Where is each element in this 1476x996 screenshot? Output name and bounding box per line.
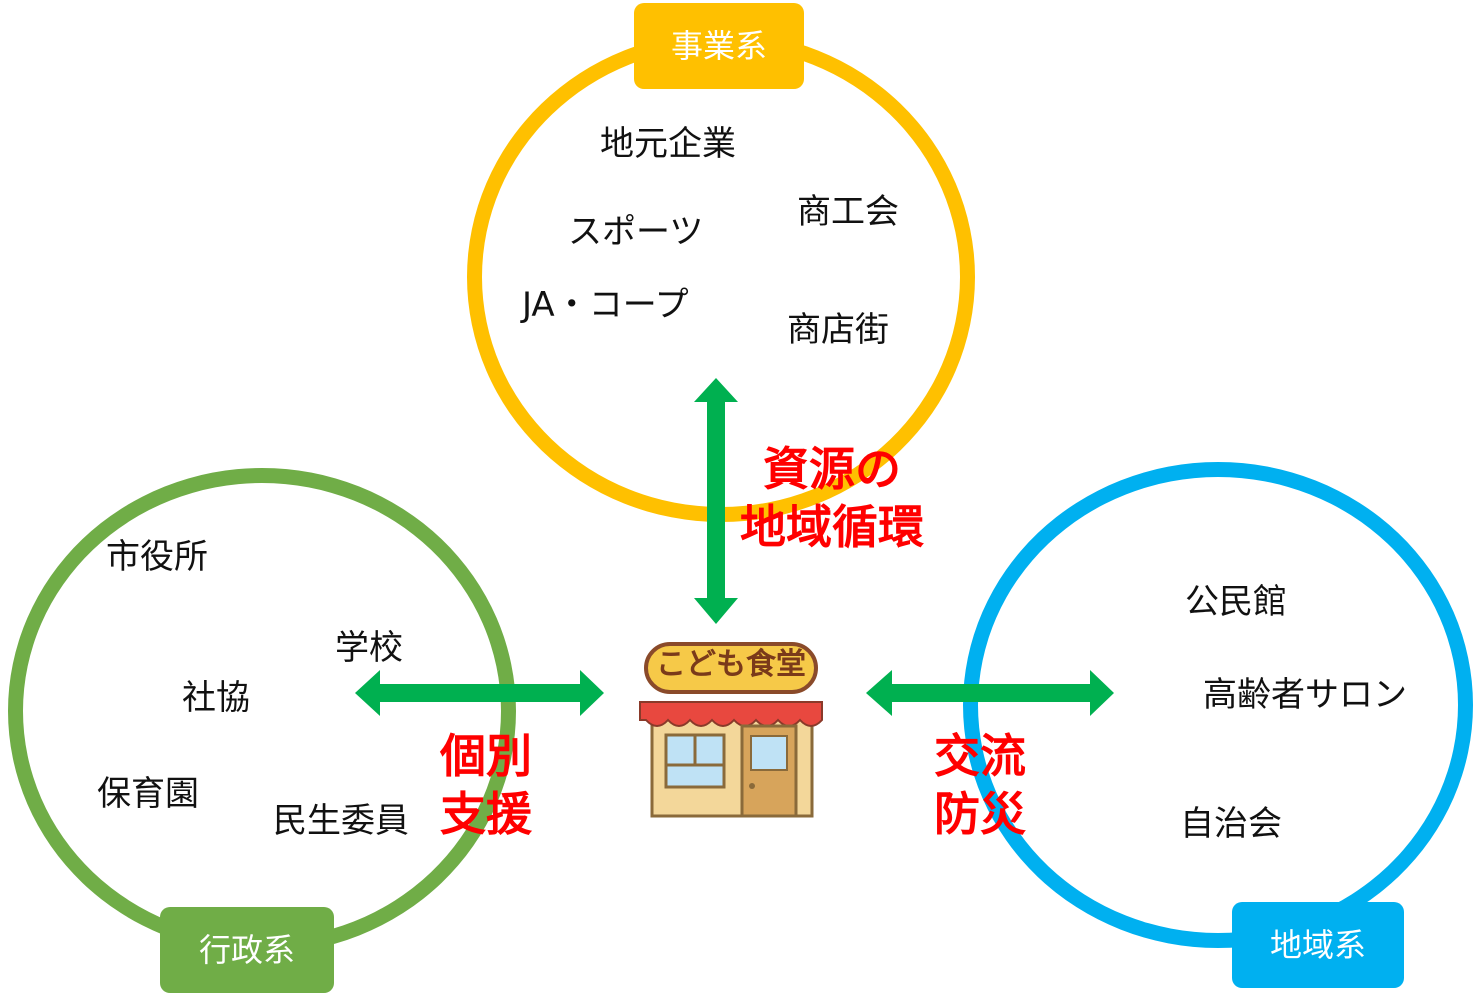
business-item: スポーツ	[568, 212, 704, 252]
link-label-line: 資源の	[763, 442, 901, 496]
community-badge: 地域系	[1232, 902, 1404, 988]
link-label-right: 交流 防災	[934, 728, 1026, 843]
arrow-top	[694, 378, 738, 624]
business-item: 地元企業	[600, 124, 736, 164]
admin-item: 市役所	[106, 537, 208, 577]
admin-badge: 行政系	[160, 907, 334, 993]
admin-item: 学校	[335, 628, 403, 668]
community-item: 自治会	[1180, 804, 1282, 844]
link-label-top: 資源の 地域循環	[740, 441, 924, 556]
admin-item: 社協	[182, 678, 250, 718]
business-item: 商工会	[797, 192, 899, 232]
arrow-left	[355, 670, 604, 716]
store-sign-text: こども食堂	[656, 647, 806, 682]
business-item: JA・コープ	[522, 285, 689, 325]
business-badge: 事業系	[634, 3, 804, 89]
link-label-line: 個別	[440, 729, 532, 783]
link-label-line: 地域循環	[740, 499, 924, 554]
store-illustration	[639, 642, 823, 818]
community-item: 公民館	[1185, 582, 1287, 622]
store-icon: こども食堂	[636, 640, 826, 820]
link-label-left: 個別 支援	[440, 728, 532, 843]
arrow-right	[866, 670, 1114, 716]
business-item: 商店街	[787, 310, 889, 350]
admin-item: 保育園	[97, 774, 199, 814]
link-label-line: 支援	[440, 786, 532, 841]
community-item: 高齢者サロン	[1203, 675, 1407, 715]
link-label-line: 交流	[934, 729, 1026, 783]
admin-item: 民生委員	[273, 801, 409, 841]
link-label-line: 防災	[934, 786, 1026, 841]
